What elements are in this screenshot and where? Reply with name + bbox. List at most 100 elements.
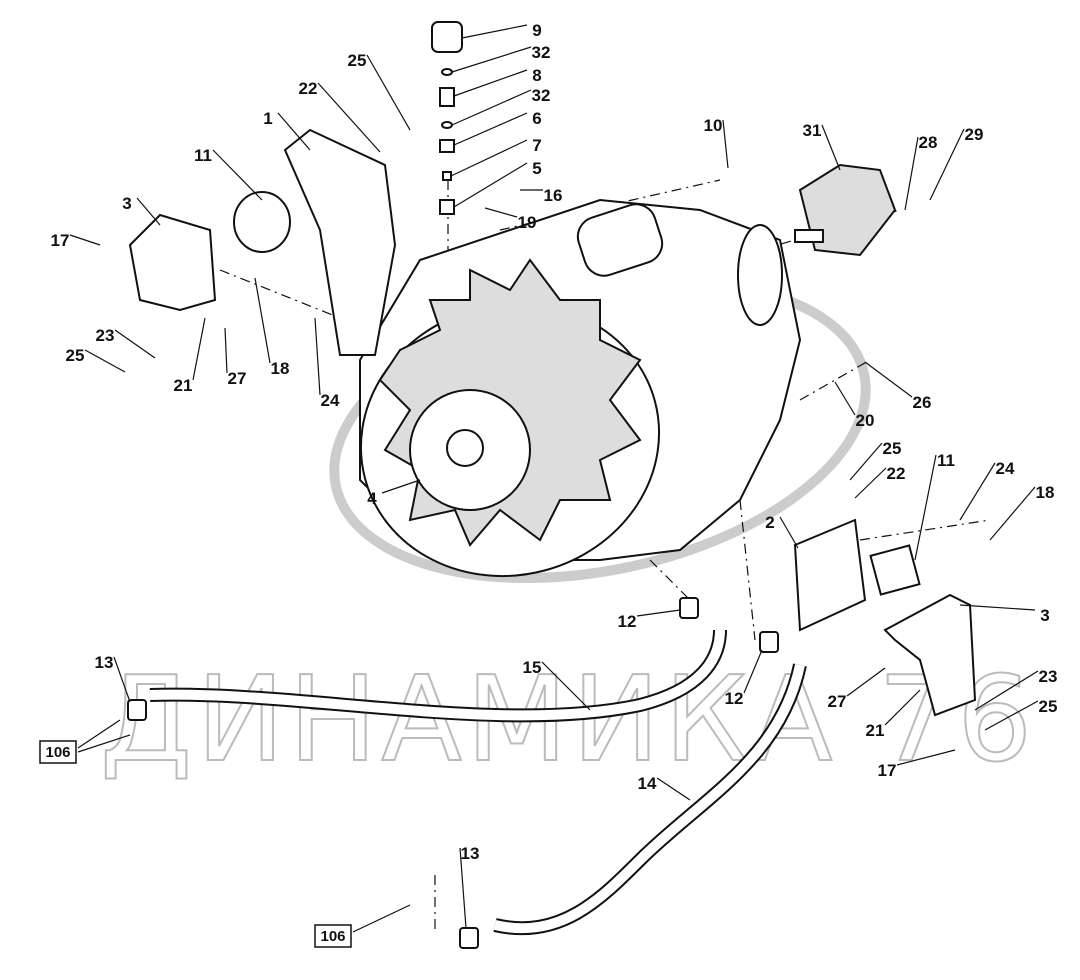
leader-line [914, 454, 937, 561]
leader-line [989, 486, 1036, 541]
svg-text:106: 106 [320, 928, 345, 945]
callout-label-8: 8 [532, 66, 541, 85]
callout-label-24: 24 [321, 391, 340, 410]
leader-line [846, 667, 886, 697]
leader-line [896, 749, 956, 766]
leader-line [656, 777, 691, 801]
leader-line [453, 69, 528, 97]
bracket-right [793, 518, 977, 717]
callout-label-13: 13 [95, 653, 114, 672]
leader-line [974, 670, 1039, 711]
leader-line [450, 139, 528, 177]
leader-line [834, 381, 856, 416]
callout-label-10: 10 [704, 116, 723, 135]
leader-line [453, 112, 528, 146]
callout-label-7: 7 [532, 136, 541, 155]
callout-label-5: 5 [532, 159, 541, 178]
leader-line [854, 467, 887, 499]
hydraulic-pump [794, 163, 897, 257]
hose-14 [493, 663, 807, 936]
watermark: ДИНАМИКА 76 [99, 276, 1033, 789]
callout-label-11: 11 [194, 146, 212, 165]
leader-line [451, 89, 532, 126]
callout-label-14: 14 [638, 774, 657, 793]
leader-line [929, 128, 965, 201]
leader-line [69, 234, 101, 246]
leader-line [461, 24, 528, 39]
leader-line [114, 329, 156, 359]
leader-line [113, 656, 131, 703]
callout-label-12: 12 [725, 689, 744, 708]
svg-text:106: 106 [45, 744, 70, 761]
leader-line [453, 162, 528, 208]
leader-line [849, 442, 883, 481]
leader-line [636, 609, 681, 617]
leader-line [743, 649, 763, 694]
callout-label-3: 3 [122, 194, 131, 213]
bracket-left [128, 128, 397, 356]
leader-line [224, 327, 228, 374]
callout-label-15: 15 [523, 658, 542, 677]
leader-line [136, 197, 161, 226]
leader-line [959, 604, 1036, 611]
callout-label-2: 2 [765, 513, 774, 532]
leader-line [459, 847, 467, 929]
reference-box-106-left: 106 [39, 719, 131, 764]
callout-label-22: 22 [887, 464, 906, 483]
callout-label-12: 12 [618, 612, 637, 631]
callout-label-24: 24 [996, 459, 1015, 478]
leader-line [959, 462, 996, 521]
callout-label-29: 29 [965, 125, 984, 144]
transmission-housing [359, 198, 802, 578]
leader-line [84, 349, 126, 373]
callout-label-17: 17 [878, 761, 897, 780]
callout-label-26: 26 [913, 393, 932, 412]
callout-label-4: 4 [367, 489, 377, 508]
callout-label-31: 31 [803, 121, 822, 140]
callout-label-23: 23 [96, 326, 115, 345]
leader-line [722, 119, 729, 169]
callout-label-25: 25 [1039, 697, 1058, 716]
callout-label-28: 28 [919, 133, 938, 152]
leader-line [821, 124, 841, 171]
callout-label-25: 25 [883, 439, 902, 458]
fitting-stack [431, 21, 463, 215]
reference-box-106-right: 106 [314, 875, 436, 948]
callout-label-20: 20 [856, 411, 875, 430]
callout-label-1: 1 [263, 109, 272, 128]
fittings [127, 597, 779, 949]
callout-label-27: 27 [228, 369, 247, 388]
leader-line [884, 689, 921, 726]
leader-line [779, 516, 799, 549]
callout-label-3: 3 [1040, 606, 1049, 625]
callout-label-17: 17 [51, 231, 70, 250]
leader-line [317, 82, 381, 153]
callout-label-21: 21 [174, 376, 193, 395]
callout-label-23: 23 [1039, 667, 1058, 686]
leader-line [864, 361, 913, 398]
leader-line [254, 277, 271, 364]
leader-line [212, 149, 263, 201]
leader-line [904, 136, 919, 211]
callout-label-27: 27 [828, 692, 847, 711]
callout-label-16: 16 [544, 186, 563, 205]
leader-line [451, 46, 532, 73]
callout-label-32: 32 [532, 43, 551, 62]
callout-label-25: 25 [66, 346, 85, 365]
leader-line [314, 317, 321, 396]
leader-line [484, 207, 518, 218]
callout-label-13: 13 [461, 844, 480, 863]
callout-label-9: 9 [532, 21, 541, 40]
leader-line [366, 54, 411, 131]
callout-label-18: 18 [271, 359, 290, 378]
callout-label-18: 18 [1036, 483, 1055, 502]
leader-line [541, 661, 591, 711]
callout-label-22: 22 [299, 79, 318, 98]
hose-15 [149, 629, 727, 723]
leader-line [192, 317, 206, 381]
leader-line [277, 112, 311, 151]
leader-line [984, 700, 1039, 731]
callout-label-25: 25 [348, 51, 367, 70]
